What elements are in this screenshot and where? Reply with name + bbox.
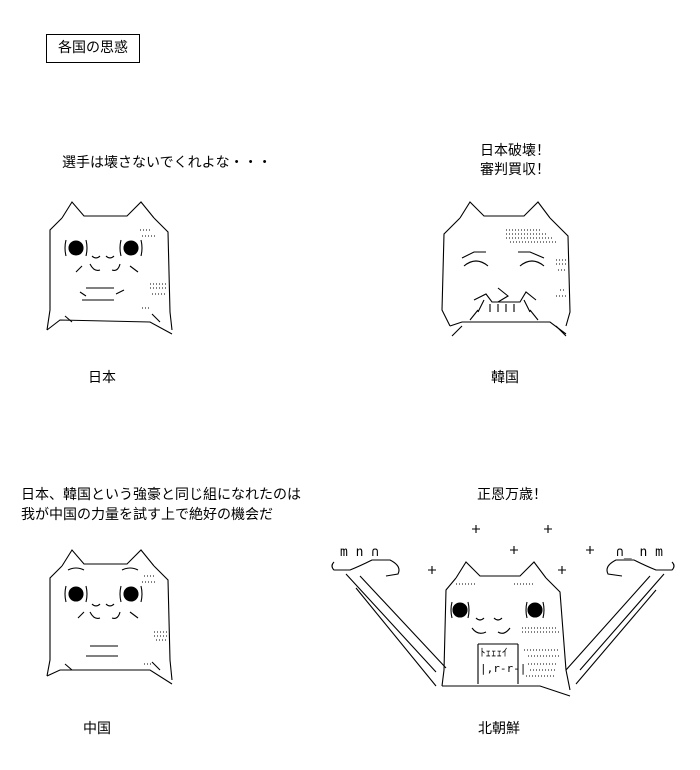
korea-cat-face	[441, 201, 571, 337]
japan-speech: 選手は壊さないでくれよな・・・	[62, 155, 272, 171]
korea-label: 韓国	[491, 370, 519, 386]
china-cat-face	[46, 549, 173, 685]
north-korea-speech: 正恩万歳！	[477, 487, 547, 503]
china-speech-line1: 日本、韓国という強豪と同じ組になれたのは	[21, 487, 301, 503]
korea-speech-line2: 審判買収！	[480, 162, 550, 178]
north-korea-mouth-top: ﾄｪｪｪｲ	[480, 646, 508, 659]
north-korea-label: 北朝鮮	[478, 721, 520, 737]
japan-cat-face	[46, 201, 173, 335]
china-speech-line2: 我が中国の力量を試す上で絶好の機会だ	[21, 507, 273, 523]
north-korea-right-hand: ∩_ n m	[616, 545, 663, 560]
north-korea-mouth-bottom: |,r-r-|	[480, 662, 526, 675]
china-label: 中国	[83, 721, 111, 737]
korea-speech-line1: 日本破壊！	[480, 143, 550, 159]
north-korea-left-hand: m n ∩	[340, 545, 379, 560]
page-title: 各国の思惑	[46, 34, 140, 63]
japan-label: 日本	[88, 370, 116, 386]
north-korea-cat-face	[331, 525, 675, 697]
